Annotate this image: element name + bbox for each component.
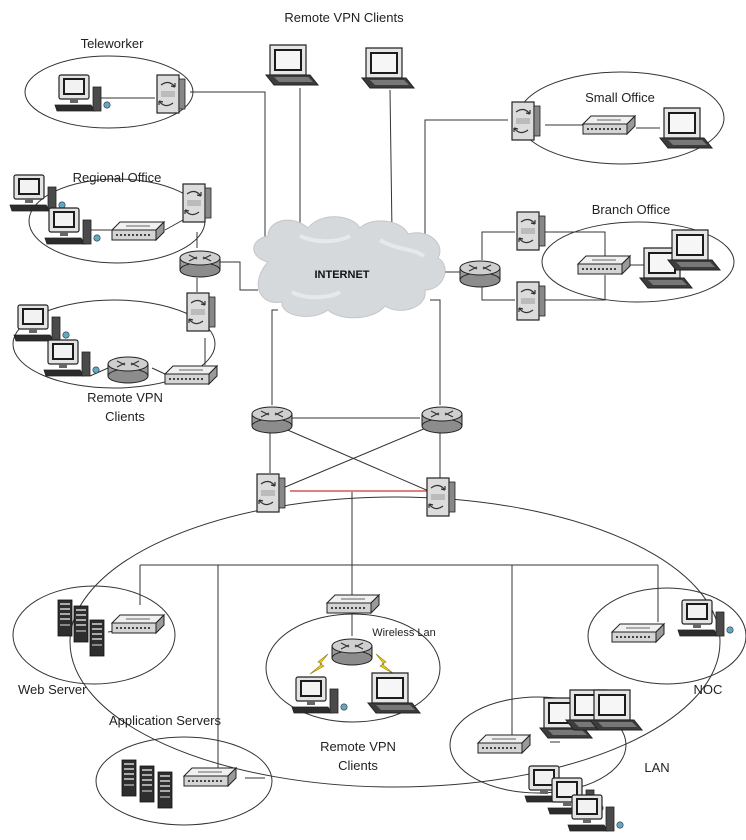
remote-vpn-left-label-line1: Remote VPN	[87, 390, 163, 405]
remote-vpn-laptop-icon	[265, 44, 319, 86]
noc-label: NOC	[694, 682, 723, 697]
remote-vpn-firewall-icon	[186, 292, 216, 332]
small-office-firewall-icon	[511, 101, 541, 141]
small-office-label: Small Office	[585, 90, 655, 105]
internet-cloud: INTERNET	[253, 216, 446, 319]
teleworker-firewall-icon	[156, 74, 186, 114]
lan-label: LAN	[644, 760, 669, 775]
core-firewall-icon	[256, 473, 286, 513]
noc-switch-icon	[611, 623, 665, 643]
web-server-icon	[73, 605, 89, 643]
remote-vpn-bottom-label-line2: Clients	[338, 758, 378, 773]
app-server-icon	[157, 771, 173, 809]
application-servers-label: Application Servers	[109, 713, 221, 728]
web-server-icon	[57, 599, 73, 637]
core-firewall-icon	[426, 477, 456, 517]
noc-pc-icon	[677, 599, 734, 637]
small-office-switch-icon	[582, 115, 636, 135]
remote-vpn-laptop-icon	[361, 47, 415, 89]
regional-office-switch-icon	[111, 221, 165, 241]
lan-pc-icon	[567, 794, 624, 832]
web-server-label: Web Server	[18, 682, 87, 697]
branch-office-switch-icon	[577, 255, 631, 275]
remote-vpn-pc-icon	[43, 339, 100, 377]
web-server-switch-icon	[111, 614, 165, 634]
wireless-lan-label: Wireless Lan	[372, 627, 436, 639]
regional-office-firewall-icon	[182, 183, 212, 223]
regional-office-pc-icon	[44, 207, 101, 245]
teleworker-pc-icon	[54, 74, 111, 112]
branch-office-firewall-icon	[516, 211, 546, 251]
remote-vpn-switch-icon	[164, 365, 218, 385]
remote-vpn-router-icon	[107, 356, 149, 384]
remote-vpn-pc-icon	[13, 304, 70, 342]
app-server-icon	[139, 765, 155, 803]
remote-vpn-clients-top-label: Remote VPN Clients	[284, 10, 404, 25]
wireless-laptop-icon	[367, 672, 421, 714]
regional-office-label: Regional Office	[73, 170, 162, 185]
core-router-icon	[251, 406, 293, 434]
branch-office-label: Branch Office	[592, 202, 671, 217]
teleworker-label: Teleworker	[81, 36, 145, 51]
wireless-router-icon	[331, 638, 373, 666]
remote-vpn-left-label-line2: Clients	[105, 409, 145, 424]
site-ellipses	[12, 55, 746, 826]
remote-vpn-bottom-label-line1: Remote VPN	[320, 739, 396, 754]
network-links	[85, 88, 660, 779]
small-office-laptop-icon	[659, 107, 713, 149]
lan-switch-icon	[477, 734, 531, 754]
app-server-icon	[121, 759, 137, 797]
app-server-switch-icon	[183, 767, 237, 787]
regional-office-pc-icon	[9, 174, 66, 212]
branch-office-laptop-icon	[667, 229, 721, 271]
wireless-lan-switch-icon	[326, 594, 380, 614]
web-server-icon	[89, 619, 105, 657]
wireless-pc-icon	[291, 676, 348, 714]
core-router-icon	[421, 406, 463, 434]
lan-laptop-icon	[589, 689, 643, 731]
branch-office-router-icon	[459, 260, 501, 288]
regional-office-router-icon	[179, 250, 221, 278]
branch-office-firewall-icon	[516, 281, 546, 321]
internet-label: INTERNET	[315, 269, 370, 281]
